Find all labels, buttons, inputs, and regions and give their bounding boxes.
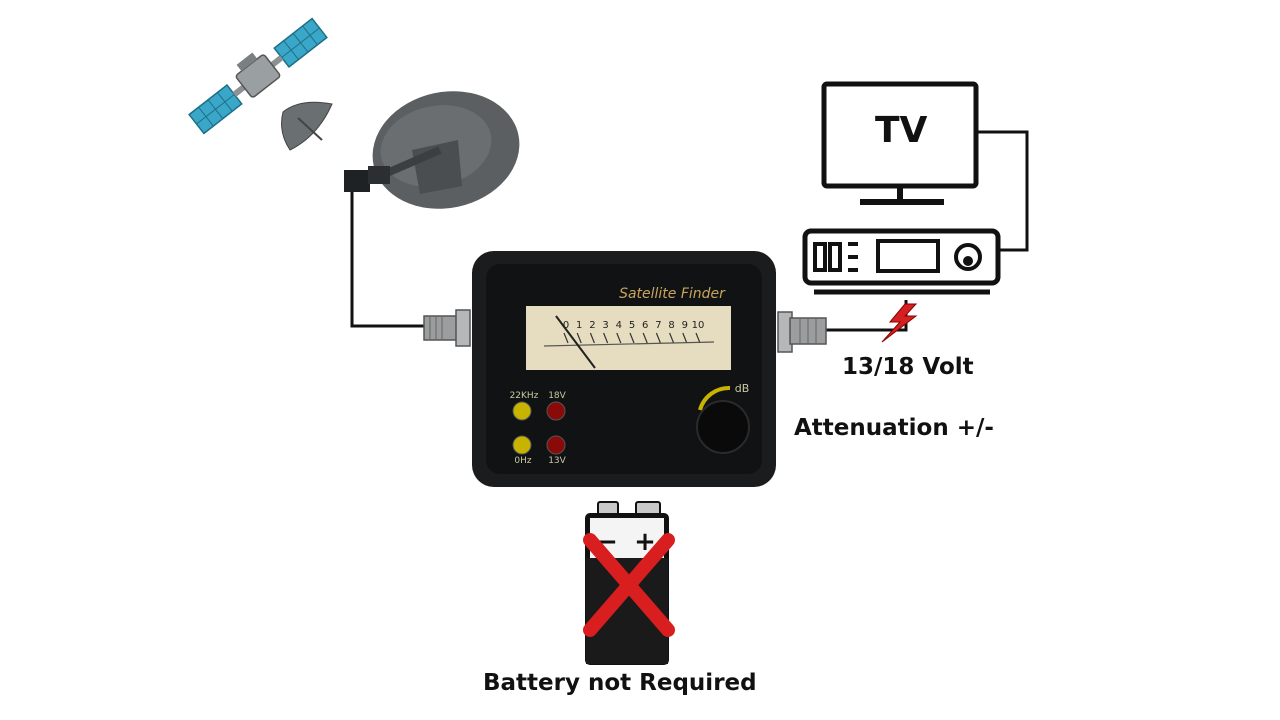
receiver-icon: [802, 228, 1001, 295]
tv-icon: [821, 81, 979, 205]
voltage-label: 13/18 Volt: [842, 354, 974, 380]
scale-number: 2: [589, 320, 595, 331]
scale-number: 1: [576, 320, 582, 331]
tv-label: TV: [875, 110, 928, 151]
scale-number: 0: [563, 320, 569, 331]
cable-dish-to-meter: [350, 188, 428, 328]
scale-tick: [642, 332, 648, 344]
scale-tick: [695, 332, 701, 344]
scale-number: 6: [642, 320, 648, 331]
dial-arc: [543, 341, 715, 347]
led-label-18v: 18V: [548, 391, 566, 401]
attenuation-knob: [696, 400, 750, 454]
db-label: dB: [735, 382, 750, 395]
scale-tick: [616, 332, 622, 344]
scale-tick: [576, 332, 582, 344]
scale-number: 7: [655, 320, 661, 331]
cable-meter-to-receiver: [826, 300, 908, 332]
output-connector: [777, 311, 827, 353]
lightning-icon: [881, 303, 918, 343]
scale-tick: [603, 332, 609, 344]
scale-ticks: [563, 332, 701, 344]
led-indicators: 22KHz 18V 0Hz 13V: [510, 391, 567, 466]
brand-text: Satellite Finder: [619, 286, 726, 302]
scale-number: 9: [682, 320, 688, 331]
scale-tick: [589, 332, 595, 344]
scale-tick: [629, 332, 635, 344]
led-18v: [546, 401, 566, 421]
dial-face: [526, 306, 731, 370]
cross-icon: [583, 533, 675, 637]
battery-plus: +: [634, 527, 656, 557]
scale-number: 3: [602, 320, 608, 331]
attenuation-label: Attenuation +/-: [794, 415, 994, 441]
knob-arc: [698, 385, 731, 411]
battery-not-required-label: Battery not Required: [483, 670, 757, 696]
input-connector: [423, 309, 471, 347]
scale-number: 4: [616, 320, 622, 331]
meter-needle: [555, 315, 596, 369]
cable-tv-to-receiver: [978, 130, 1029, 252]
led-0hz: [512, 435, 532, 455]
satellite-dish-icon: [344, 91, 520, 209]
led-13v: [546, 435, 566, 455]
scale-tick: [669, 332, 675, 344]
satellite-icon: [188, 17, 333, 151]
scale-number: 5: [629, 320, 635, 331]
scale-number: 8: [668, 320, 674, 331]
led-22khz: [512, 401, 532, 421]
scale-tick: [682, 332, 688, 344]
scale-tick: [655, 332, 661, 344]
led-label-13v: 13V: [548, 456, 566, 466]
scale-tick: [563, 332, 569, 344]
led-label-22khz: 22KHz: [510, 391, 539, 401]
scale-number: 10: [692, 320, 705, 331]
led-label-0hz: 0Hz: [514, 456, 531, 466]
